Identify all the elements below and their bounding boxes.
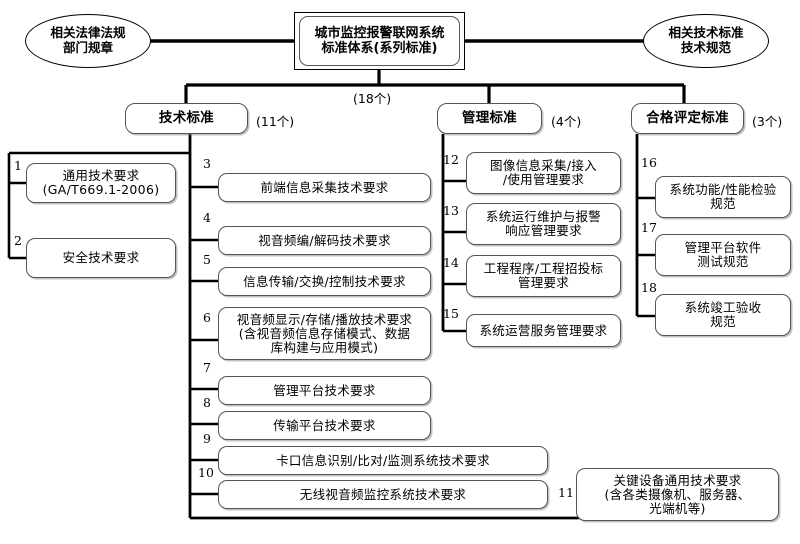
side-node-laws-line2: 部门规章 xyxy=(62,40,113,55)
item-node-13-line2: 响应管理要求 xyxy=(505,223,582,238)
item-number-4: 4 xyxy=(203,210,211,225)
category-management-standards-count: (4个) xyxy=(551,114,582,129)
item-number-8: 8 xyxy=(203,395,211,410)
item-node-16-line1: 系统功能/性能检验 xyxy=(669,182,777,197)
item-node-12-line1: 图像信息采集/接入 xyxy=(490,158,597,173)
item-node-11-line2: (含各类摄像机、服务器、 xyxy=(604,486,751,502)
item-node-1-line1: 通用技术要求 xyxy=(62,168,140,183)
item-node-3-line1: 前端信息采集技术要求 xyxy=(260,179,389,195)
item-node-8: 传输平台技术要求 xyxy=(218,411,431,440)
root-node: 城市监控报警联网系统 标准体系(系列标准) xyxy=(299,16,460,66)
item-number-12: 12 xyxy=(443,152,459,167)
item-node-14-line2: 管理要求 xyxy=(517,275,570,290)
side-node-laws: 相关法律法规 部门规章 xyxy=(25,14,151,68)
item-number-18: 18 xyxy=(641,280,657,295)
category-management-standards-label: 管理标准 xyxy=(461,109,518,126)
item-node-14: 工程程序/工程招投标 管理要求 xyxy=(466,255,621,297)
item-node-5-line1: 信息传输/交换/控制技术要求 xyxy=(243,273,406,289)
category-technical-standards-count: (11个) xyxy=(256,114,295,129)
item-node-12: 图像信息采集/接入 /使用管理要求 xyxy=(466,152,621,194)
item-node-11-line1: 关键设备通用技术要求 xyxy=(613,472,742,488)
category-technical-standards-label: 技术标准 xyxy=(158,109,215,126)
item-node-4-line1: 视音频编/解码技术要求 xyxy=(258,232,391,248)
category-conformity-assessment-count: (3个) xyxy=(752,114,783,129)
item-node-11-line3: 光端机等) xyxy=(649,500,706,516)
item-node-9-line1: 卡口信息识别/比对/监测系统技术要求 xyxy=(276,452,490,468)
item-number-9: 9 xyxy=(203,431,211,446)
category-conformity-assessment: 合格评定标准 xyxy=(631,103,744,134)
item-node-3: 前端信息采集技术要求 xyxy=(218,173,431,202)
item-node-6-line2: (含视音频信息存储模式、数据 xyxy=(238,325,411,341)
item-node-16-line2: 规范 xyxy=(710,196,736,211)
item-number-17: 17 xyxy=(641,220,657,235)
item-number-15: 15 xyxy=(443,306,459,321)
item-node-2: 安全技术要求 xyxy=(26,238,176,278)
item-node-9: 卡口信息识别/比对/监测系统技术要求 xyxy=(218,446,548,475)
item-node-10: 无线视音频监控系统技术要求 xyxy=(218,480,548,509)
item-node-14-line1: 工程程序/工程招投标 xyxy=(483,261,604,276)
item-node-16: 系统功能/性能检验 规范 xyxy=(655,176,791,218)
item-node-12-line2: /使用管理要求 xyxy=(502,172,585,187)
item-number-16: 16 xyxy=(641,155,657,170)
side-node-tech-line2: 技术规范 xyxy=(680,40,731,55)
item-node-6: 视音频显示/存储/播放技术要求 (含视音频信息存储模式、数据 库构建与应用模式) xyxy=(218,307,431,360)
item-node-8-line1: 传输平台技术要求 xyxy=(273,417,376,433)
item-number-14: 14 xyxy=(443,255,459,270)
item-number-1: 1 xyxy=(14,158,22,173)
side-node-tech-standards: 相关技术标准 技术规范 xyxy=(643,14,769,68)
item-number-2: 2 xyxy=(14,233,22,248)
item-number-7: 7 xyxy=(203,360,211,375)
category-technical-standards: 技术标准 xyxy=(125,103,248,134)
item-node-1-line2: (GA/T669.1-2006) xyxy=(42,182,160,197)
item-node-15-line1: 系统运营服务管理要求 xyxy=(479,322,608,338)
item-node-6-line1: 视音频显示/存储/播放技术要求 xyxy=(236,311,413,327)
item-node-6-line3: 库构建与应用模式) xyxy=(270,339,379,355)
item-node-18-line1: 系统竣工验收 xyxy=(684,300,762,315)
root-node-line1: 城市监控报警联网系统 xyxy=(314,25,445,41)
item-node-5: 信息传输/交换/控制技术要求 xyxy=(218,267,431,296)
item-node-13: 系统运行维护与报警 响应管理要求 xyxy=(466,203,621,245)
item-number-11: 11 xyxy=(558,485,574,500)
side-node-tech-line1: 相关技术标准 xyxy=(668,25,744,41)
item-number-3: 3 xyxy=(203,156,211,171)
item-node-1: 通用技术要求 (GA/T669.1-2006) xyxy=(26,163,176,203)
item-number-6: 6 xyxy=(203,310,211,325)
root-count-label: (18个) xyxy=(353,91,392,106)
item-number-13: 13 xyxy=(443,203,459,218)
item-node-11: 关键设备通用技术要求 (含各类摄像机、服务器、 光端机等) xyxy=(576,468,779,521)
root-node-line2: 标准体系(系列标准) xyxy=(321,41,438,56)
item-number-10: 10 xyxy=(198,465,214,480)
item-node-18-line2: 规范 xyxy=(710,314,736,329)
category-conformity-assessment-label: 合格评定标准 xyxy=(646,109,729,126)
item-node-10-line1: 无线视音频监控系统技术要求 xyxy=(299,486,467,502)
item-node-13-line1: 系统运行维护与报警 xyxy=(485,209,602,224)
side-node-laws-line1: 相关法律法规 xyxy=(50,25,126,41)
item-node-2-line1: 安全技术要求 xyxy=(62,250,140,265)
item-node-17-line2: 测试规范 xyxy=(697,254,749,269)
category-management-standards: 管理标准 xyxy=(437,103,542,134)
item-node-15: 系统运营服务管理要求 xyxy=(466,314,621,347)
item-node-4: 视音频编/解码技术要求 xyxy=(218,226,431,255)
item-node-18: 系统竣工验收 规范 xyxy=(655,294,791,336)
item-node-17-line1: 管理平台软件 xyxy=(684,240,762,255)
item-node-7-line1: 管理平台技术要求 xyxy=(273,382,376,398)
item-number-5: 5 xyxy=(203,252,211,267)
item-node-7: 管理平台技术要求 xyxy=(218,376,431,405)
item-node-17: 管理平台软件 测试规范 xyxy=(655,234,791,276)
